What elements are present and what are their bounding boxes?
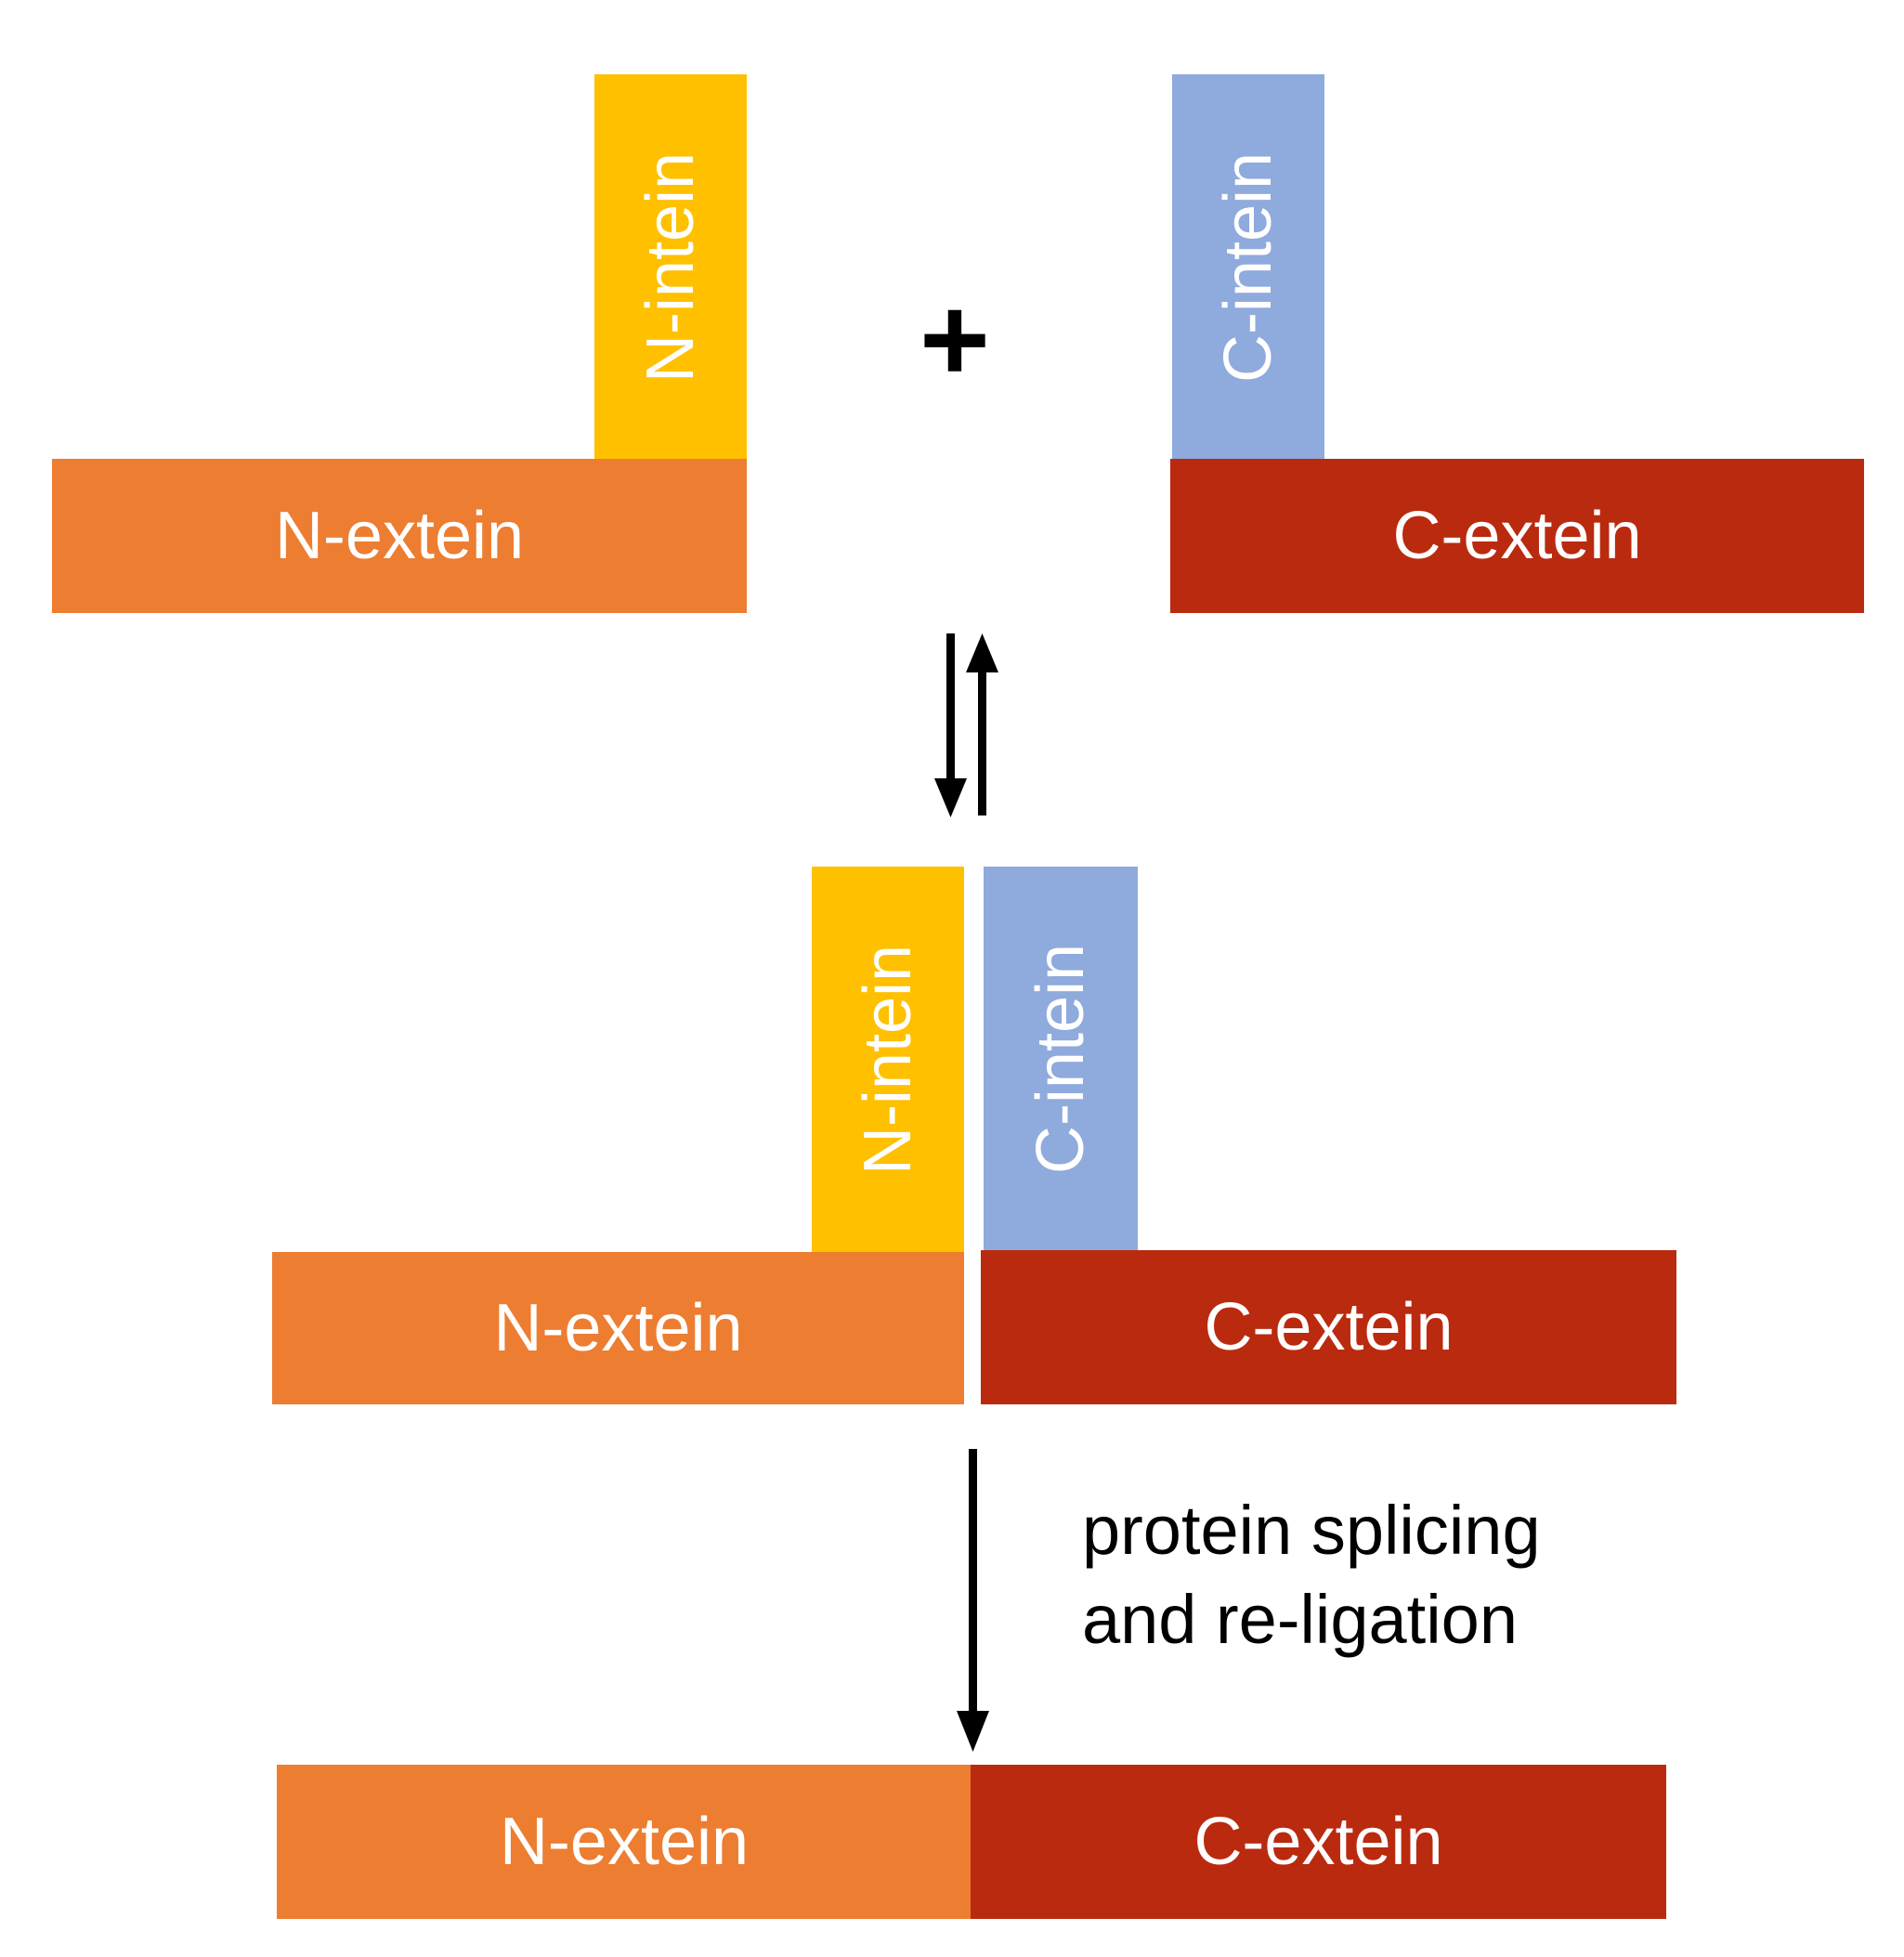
n-intein-label-middle: N-intein bbox=[851, 944, 926, 1176]
reverse-arrow bbox=[966, 633, 998, 815]
splicing-step-line-1: protein splicing bbox=[1082, 1492, 1541, 1569]
c-intein-block-top: C-intein bbox=[1172, 74, 1324, 461]
forward-arrow bbox=[934, 633, 967, 817]
c-extein-label-middle: C-extein bbox=[1204, 1290, 1454, 1364]
plus-sign: + bbox=[919, 271, 990, 407]
n-intein-block-middle: N-intein bbox=[812, 867, 964, 1253]
c-extein-label-top: C-extein bbox=[1392, 499, 1642, 573]
equilibrium-arrows bbox=[934, 633, 998, 817]
n-intein-block-top: N-intein bbox=[594, 74, 747, 461]
c-extein-block-product: C-extein bbox=[971, 1765, 1666, 1919]
c-intein-block-middle: C-intein bbox=[984, 867, 1138, 1251]
c-extein-label-product: C-extein bbox=[1193, 1805, 1443, 1879]
splicing-step-line-2: and re-ligation bbox=[1082, 1581, 1518, 1658]
n-extein-label-product: N-extein bbox=[499, 1805, 750, 1879]
splicing-step-label: protein splicing and re-ligation bbox=[1082, 1486, 1541, 1664]
n-extein-block-top: N-extein bbox=[52, 459, 747, 613]
c-extein-block-middle: C-extein bbox=[981, 1250, 1676, 1404]
splicing-arrow bbox=[957, 1449, 989, 1752]
n-extein-label-top: N-extein bbox=[274, 499, 525, 573]
c-extein-block-top: C-extein bbox=[1170, 459, 1864, 613]
n-extein-label-middle: N-extein bbox=[493, 1291, 743, 1365]
n-extein-block-product: N-extein bbox=[277, 1765, 972, 1919]
c-intein-label-middle: C-intein bbox=[1024, 943, 1099, 1175]
n-extein-block-middle: N-extein bbox=[272, 1252, 964, 1404]
